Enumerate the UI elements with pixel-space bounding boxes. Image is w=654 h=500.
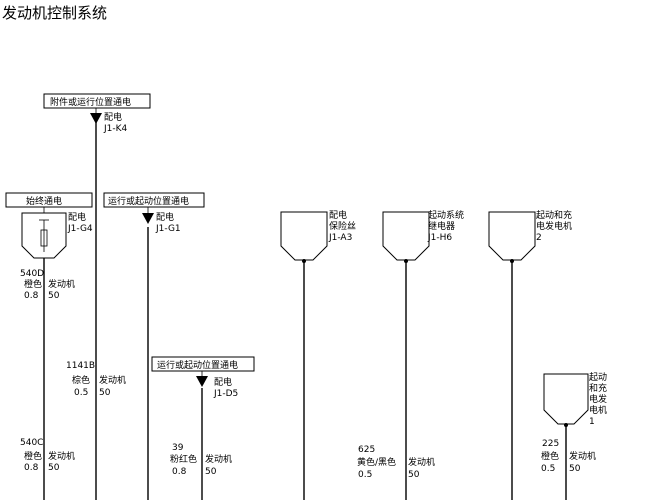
source-gen2: 起动和充 电发电机 2 xyxy=(488,209,572,263)
wire-dest: 发动机 xyxy=(99,374,126,386)
wire-circuit: 625 xyxy=(358,445,375,455)
wire-color: 粉红色 xyxy=(170,453,197,465)
wire-dest: 发动机 xyxy=(205,453,232,465)
shield-icon xyxy=(382,211,430,261)
wire-color: 橙色 xyxy=(24,278,42,290)
wire-dest: 发动机 xyxy=(569,450,596,462)
connector-label: 配电 xyxy=(214,376,232,388)
wire-pin: 50 xyxy=(48,291,60,301)
connector-pin: J1-G4 xyxy=(67,224,93,234)
wire-gauge: 0.8 xyxy=(24,291,39,301)
connector-triangle-icon xyxy=(196,376,208,387)
power-label-acc-run: 附件或运行位置通电 xyxy=(43,93,151,114)
wire-dest: 发动机 xyxy=(48,278,75,290)
source-label: 1 xyxy=(589,417,595,427)
source-label: 电发 xyxy=(589,393,607,405)
wire-label-1141b: 1141B 棕色 0.5 发动机 50 xyxy=(66,361,126,398)
wire-label-540d: 540D 橙色 0.8 发动机 50 xyxy=(20,269,75,301)
wire-pin: 50 xyxy=(99,388,111,398)
wire-gauge: 0.8 xyxy=(24,463,39,473)
connector-label: 配电 xyxy=(156,211,174,223)
wire-gauge: 0.8 xyxy=(172,467,187,477)
page-title: 发动机控制系统 xyxy=(2,4,108,22)
source-label: 配电 xyxy=(329,209,347,221)
source-label: J1-A3 xyxy=(328,233,352,243)
shield-icon xyxy=(280,211,328,261)
connector-triangle-icon xyxy=(142,213,154,224)
source-label: J1-H6 xyxy=(427,233,452,243)
source-label: 起动和充 xyxy=(536,209,572,221)
wire-circuit: 1141B xyxy=(66,361,95,371)
wire-pin: 50 xyxy=(48,463,60,473)
source-label: 电发电机 xyxy=(536,220,572,232)
connector-pin: J1-D5 xyxy=(213,389,238,399)
connector-j1g4: 配电 J1-G4 xyxy=(21,211,93,259)
wire-label-39: 39 粉红色 0.8 发动机 50 xyxy=(170,443,232,477)
power-label-text: 附件或运行位置通电 xyxy=(50,96,131,108)
wire-label-625: 625 黄色/黑色 0.5 发动机 50 xyxy=(357,445,435,480)
source-fuse: 配电 保险丝 J1-A3 xyxy=(280,209,356,263)
wire-circuit: 225 xyxy=(542,439,559,449)
wire-dest: 发动机 xyxy=(48,450,75,462)
source-label: 保险丝 xyxy=(329,220,356,232)
wire-color: 黄色/黑色 xyxy=(357,456,396,468)
wire-gauge: 0.5 xyxy=(358,470,372,480)
source-label: 起动 xyxy=(589,372,607,383)
source-label: 和充 xyxy=(589,382,607,394)
power-label-run-crank-2: 运行或起动位置通电 xyxy=(151,356,255,376)
wire-pin: 50 xyxy=(569,464,581,474)
wire-pin: 50 xyxy=(408,470,420,480)
wire-gauge: 0.5 xyxy=(74,388,88,398)
power-label-text: 运行或起动位置通电 xyxy=(157,359,238,371)
source-label: 2 xyxy=(536,233,542,243)
power-label-run-crank-1: 运行或起动位置通电 xyxy=(103,192,205,213)
shield-icon xyxy=(543,373,589,425)
wire-label-540c: 540C 橙色 0.8 发动机 50 xyxy=(20,438,75,473)
wire-label-225: 225 橙色 0.5 发动机 50 xyxy=(541,439,596,474)
wire-circuit: 540C xyxy=(20,438,43,448)
wire-color: 橙色 xyxy=(24,450,42,462)
power-label-text: 始终通电 xyxy=(26,195,62,207)
source-label: 电机 xyxy=(589,404,607,416)
wire-dest: 发动机 xyxy=(408,456,435,468)
power-label-always: 始终通电 xyxy=(5,192,93,213)
wire-color: 棕色 xyxy=(72,374,90,386)
connector-pin: J1-K4 xyxy=(103,124,128,134)
source-label: 起动系统 xyxy=(428,209,464,221)
source-label: 继电器 xyxy=(428,220,455,232)
source-relay: 起动系统 继电器 J1-H6 xyxy=(382,209,464,263)
wire-gauge: 0.5 xyxy=(541,464,555,474)
connector-j1g1: 配电 J1-G1 xyxy=(142,211,181,234)
connector-pin: J1-G1 xyxy=(155,224,181,234)
connector-label: 配电 xyxy=(104,111,122,123)
source-gen1: 起动 和充 电发 电机 1 xyxy=(543,372,607,427)
wire-circuit: 39 xyxy=(172,443,184,453)
wire-pin: 50 xyxy=(205,467,217,477)
wire-circuit: 540D xyxy=(20,269,44,279)
connector-j1d5: 配电 J1-D5 xyxy=(196,376,238,399)
connector-j1k4: 配电 J1-K4 xyxy=(90,111,128,134)
connector-label: 配电 xyxy=(68,211,86,223)
connector-triangle-icon xyxy=(90,113,102,124)
shield-icon xyxy=(488,211,536,261)
wire-color: 橙色 xyxy=(541,450,559,462)
power-label-text: 运行或起动位置通电 xyxy=(108,195,189,207)
